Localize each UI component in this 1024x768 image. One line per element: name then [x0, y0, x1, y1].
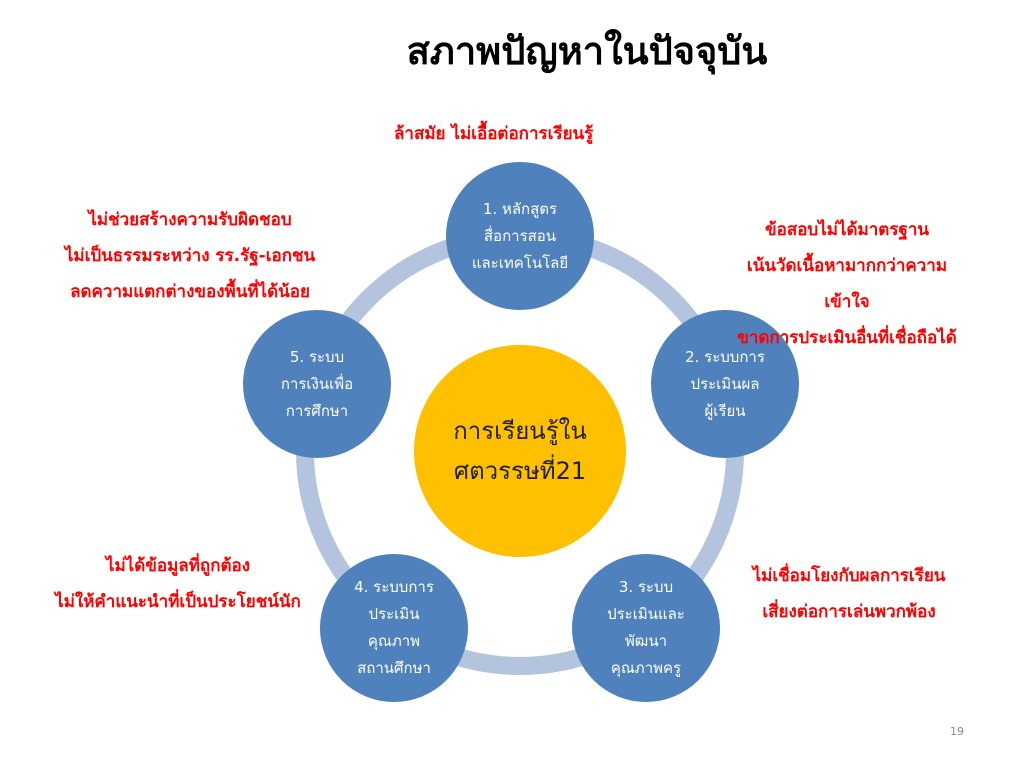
- issue-curriculum: ล้าสมัย ไม่เอื้อต่อการเรียนรู้: [394, 116, 593, 152]
- node-curriculum: 1. หลักสูตร สื่อการสอน และเทคโนโลยี: [446, 162, 594, 310]
- issue-learner-assessment-line: ข้อสอบไม่ได้มาตรฐาน: [764, 220, 930, 240]
- issue-finance: ไม่ช่วยสร้างความรับผิดชอบ ไม่เป็นธรรมระห…: [20, 202, 360, 310]
- node-finance: 5. ระบบ การเงินเพื่อ การศึกษา: [243, 310, 391, 458]
- issue-teacher-quality: ไม่เชื่อมโยงกับผลการเรียน เสี่ยงต่อการเล…: [718, 558, 980, 630]
- node-learner-assessment: 2. ระบบการ ประเมินผล ผู้เรียน: [651, 310, 799, 458]
- center-node-label: การเรียนรู้ใน ศตวรรษที่21: [453, 417, 587, 485]
- page-title: สภาพปัญหาในปัจจุบัน: [406, 28, 768, 73]
- issue-school-quality-line: ไม่ให้คำแนะนำที่เป็นประโยชน์นัก: [55, 592, 301, 612]
- issue-school-quality: ไม่ได้ข้อมูลที่ถูกต้อง ไม่ให้คำแนะนำที่เ…: [18, 548, 338, 620]
- issue-teacher-quality-line: ไม่เชื่อมโยงกับผลการเรียน: [752, 566, 946, 586]
- node-curriculum-label: 1. หลักสูตร สื่อการสอน และเทคโนโลยี: [471, 199, 569, 272]
- node-learner-assessment-label: 2. ระบบการ ประเมินผล ผู้เรียน: [685, 347, 765, 420]
- page-number: 19: [950, 725, 964, 738]
- issue-learner-assessment: ข้อสอบไม่ได้มาตรฐาน เน้นวัดเนื้อหามากกว่…: [682, 212, 1012, 356]
- issue-learner-assessment-line: ขาดการประเมินอื่นที่เชื่อถือได้: [737, 328, 957, 348]
- node-teacher-quality: 3. ระบบ ประเมินและ พัฒนา คุณภาพครู: [572, 554, 720, 702]
- node-teacher-quality-label: 3. ระบบ ประเมินและ พัฒนา คุณภาพครู: [607, 578, 685, 677]
- issue-teacher-quality-line: เสี่ยงต่อการเล่นพวกพ้อง: [762, 602, 936, 622]
- node-finance-label: 5. ระบบ การเงินเพื่อ การศึกษา: [280, 347, 354, 420]
- issue-learner-assessment-line: เน้นวัดเนื้อหามากกว่าความ: [746, 256, 948, 276]
- node-school-quality: 4. ระบบการ ประเมิน คุณภาพ สถานศึกษา: [320, 554, 468, 702]
- issue-finance-line: ลดความแตกต่างของพื้นที่ได้น้อย: [70, 282, 310, 302]
- issue-school-quality-line: ไม่ได้ข้อมูลที่ถูกต้อง: [105, 556, 251, 576]
- issue-finance-line: ไม่ช่วยสร้างความรับผิดชอบ: [88, 210, 292, 230]
- issue-learner-assessment-line: เข้าใจ: [824, 292, 870, 312]
- issue-finance-line: ไม่เป็นธรรมระหว่าง รร.รัฐ-เอกชน: [64, 246, 316, 266]
- node-school-quality-label: 4. ระบบการ ประเมิน คุณภาพ สถานศึกษา: [354, 578, 434, 677]
- issue-curriculum-line: ล้าสมัย ไม่เอื้อต่อการเรียนรู้: [394, 124, 594, 144]
- center-node: การเรียนรู้ใน ศตวรรษที่21: [414, 345, 626, 557]
